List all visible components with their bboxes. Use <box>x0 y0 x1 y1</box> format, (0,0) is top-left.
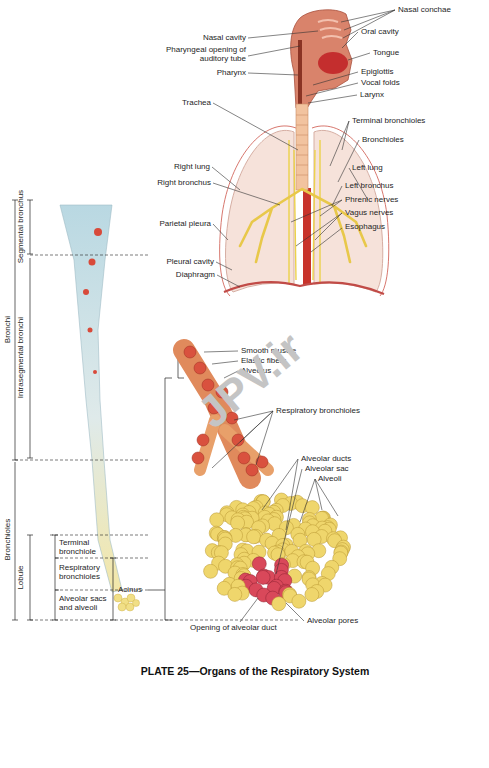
terminal-alveoli <box>114 594 140 611</box>
part-label: Oral cavity <box>361 27 399 36</box>
part-label: Respiratory bronchioles <box>276 406 360 415</box>
tongue <box>318 52 348 74</box>
trachea-rings <box>296 115 308 175</box>
part-label: Vocal folds <box>361 78 400 87</box>
part-label: Pleural cavity <box>166 257 214 266</box>
part-label: Pharynx <box>217 68 246 77</box>
part-label: Parietal pleura <box>159 219 211 228</box>
part-label: Terminal bronchioles <box>352 116 425 125</box>
dashed-dividers <box>15 255 300 620</box>
nerves <box>289 140 320 284</box>
esophagus <box>303 188 311 285</box>
part-label: Right bronchus <box>157 178 211 187</box>
level-label: Intrasegmental bronchi <box>16 317 25 398</box>
part-label: Nasal cavity <box>203 33 246 42</box>
level-label: Bronchi <box>3 316 12 343</box>
part-label: Respiratory bronchioles <box>59 563 109 581</box>
part-label: Terminal bronchiole <box>59 538 109 556</box>
alveolus <box>272 597 286 611</box>
plate-caption: PLATE 25—Organs of the Respiratory Syste… <box>141 665 370 677</box>
alveolus <box>252 557 266 571</box>
part-label: Phrenic nerves <box>345 195 398 204</box>
part-label: Opening of alveolar duct <box>190 623 277 632</box>
part-label: Diaphragm <box>176 270 215 279</box>
part-label: Alveolar pores <box>307 616 358 625</box>
alveolus <box>204 564 218 578</box>
alveolar-cluster <box>204 493 351 611</box>
alveolus-bump <box>256 456 268 468</box>
part-label: Alveoli <box>318 474 342 483</box>
part-label: Esophagus <box>345 222 385 231</box>
alveolus <box>228 587 242 601</box>
part-label: Larynx <box>360 90 384 99</box>
alveolus <box>247 530 261 544</box>
part-label: Bronchioles <box>362 135 404 144</box>
diaphragm <box>224 282 384 294</box>
part-label: Alveolar sac <box>305 464 349 473</box>
head-section <box>291 10 352 110</box>
alveolus <box>256 570 270 584</box>
part-label: Right lung <box>174 162 210 171</box>
part-label: Vagus nerves <box>345 208 393 217</box>
level-brackets <box>12 200 184 620</box>
part-label: Epiglottis <box>361 67 393 76</box>
alveolus-bump <box>192 452 204 464</box>
part-label: Acinus <box>118 585 142 594</box>
alveolus-bump <box>246 464 258 476</box>
part-label: Alveolar ducts <box>301 454 351 463</box>
bronchus-column <box>60 205 122 592</box>
alveolus-bump <box>194 362 206 374</box>
right-lung <box>226 130 294 292</box>
alveolus <box>231 516 245 530</box>
watermark: JPV.ir <box>190 324 311 435</box>
part-label: Trachea <box>182 98 211 107</box>
alveolus <box>305 588 319 602</box>
alveolus-bump <box>184 346 196 358</box>
level-label: Lobule <box>16 566 25 590</box>
level-label: Segmental bronchus <box>16 190 25 263</box>
part-label: Alveolar sacs and alveoli <box>59 594 109 612</box>
alveolus-bump <box>238 452 250 464</box>
nasal-conchae <box>318 20 342 38</box>
part-label: Nasal conchae <box>398 5 451 14</box>
part-label: Left lung <box>352 163 383 172</box>
part-label: Left bronchus <box>345 181 393 190</box>
alveolus <box>292 594 306 608</box>
part-label: Pharyngeal opening of auditory tube <box>151 45 246 63</box>
bronchiole-branch <box>200 420 268 470</box>
trachea <box>296 104 308 190</box>
alveolus-bump <box>197 434 209 446</box>
alveolus <box>210 513 224 527</box>
level-label: Bronchioles <box>3 519 12 561</box>
part-label: Tongue <box>373 48 399 57</box>
pharynx <box>298 40 302 104</box>
bronchus-spots <box>83 228 102 374</box>
